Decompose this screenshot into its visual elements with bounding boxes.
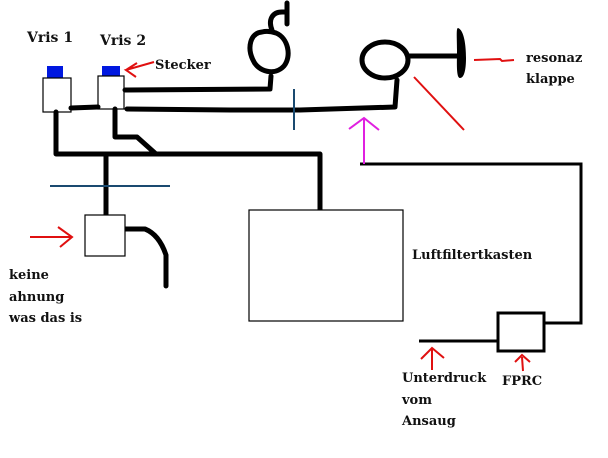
label-fprc: FPRC [502,374,542,389]
hose-vris2-to-canister2 [124,77,400,113]
unknown-box [84,214,126,257]
label-vris2: Vris 2 [99,33,146,49]
label-keine: keine [9,268,49,283]
label-klappe: klappe [526,72,575,87]
label-unterdruck: Unterdruck [402,371,487,386]
hose-vris1-down [53,109,323,213]
cut-marks [50,89,295,187]
label-vris1: Vris 1 [26,30,73,46]
canister2 [359,39,411,81]
fprc-arrow [514,353,531,372]
vris1-body [42,77,72,113]
vris2-valve [97,66,125,110]
hose-vris-link [68,104,101,111]
unterdruck-arrow [420,346,445,370]
canister1-top-hose [267,0,290,33]
label-resonaz: resonaz [526,51,582,66]
hose-vris2-to-canister1 [122,73,274,93]
fprc-box [496,311,546,353]
hose-unknown-curve [122,226,169,289]
hose-fprc-to-top [360,162,583,325]
vris2-connector [102,66,120,76]
vris2-body [97,75,125,110]
label-ahnung: ahnung [9,290,64,305]
unknown-box-arrow [30,226,74,248]
annotation-arrows [30,57,531,372]
vacuum-arrow [348,116,380,164]
canister1 [247,28,291,75]
label-ansaug: Ansaug [401,414,456,429]
resonance-slash [413,76,465,131]
label-was-das-is: was das is [8,311,82,326]
stecker-arrow [123,61,155,78]
thin-hoses [360,162,583,343]
label-vom: vom [401,393,432,408]
airbox [248,209,404,322]
vris1-connector [47,66,63,78]
hoses [53,0,463,289]
vris1-valve [42,66,72,113]
label-luftfilter: Luftfiltertkasten [412,248,533,263]
resonance-flap [456,28,466,78]
hose-vris2-down [112,106,159,157]
label-stecker: Stecker [155,58,211,73]
resonance-pointer [473,57,515,63]
